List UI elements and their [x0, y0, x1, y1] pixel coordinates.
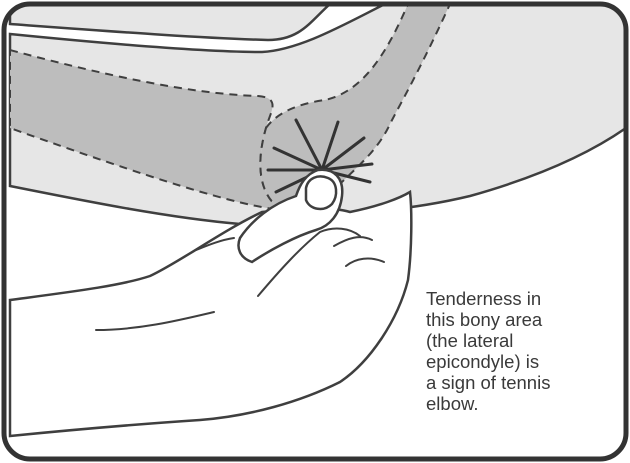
caption: Tenderness in this bony area (the latera… — [426, 288, 626, 414]
hand — [10, 192, 411, 436]
caption-line: a sign of tennis — [426, 372, 626, 393]
caption-line: elbow. — [426, 393, 626, 414]
caption-line: (the lateral — [426, 330, 626, 351]
thumbnail — [306, 176, 336, 208]
caption-line: Tenderness in — [426, 288, 626, 309]
caption-line: epicondyle) is — [426, 351, 626, 372]
upper-arm-strip — [10, 4, 330, 40]
caption-line: this bony area — [426, 309, 626, 330]
